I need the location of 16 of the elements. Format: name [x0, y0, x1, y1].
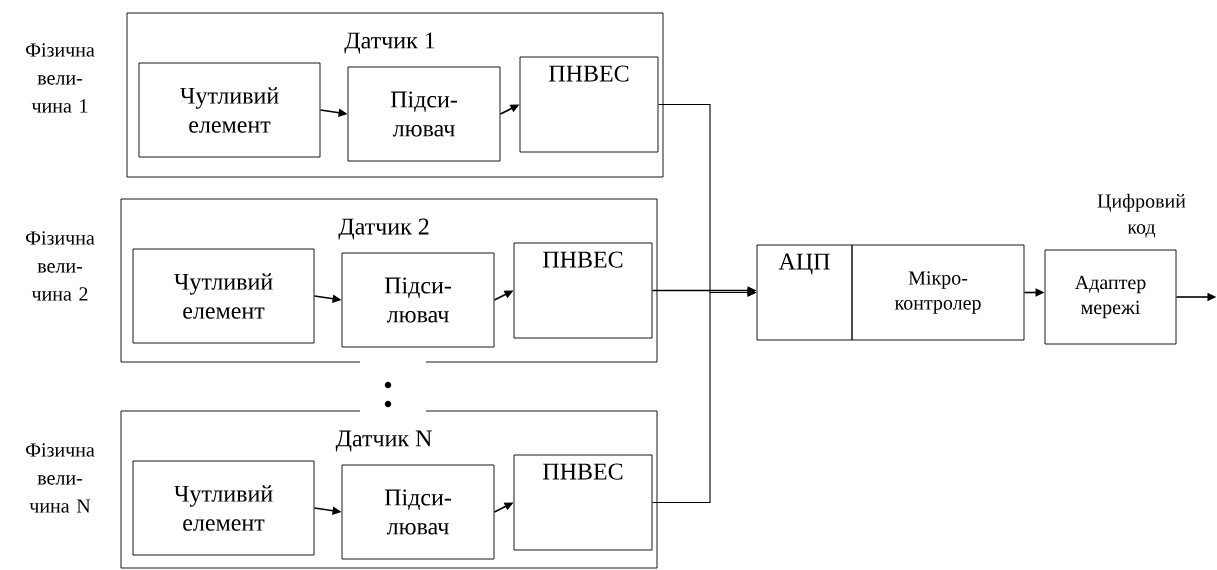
block-box: Підси- лювач — [341, 464, 495, 560]
block-box: ПНВЕС — [519, 56, 659, 153]
block-box: АЦП — [756, 244, 853, 341]
input-label: Фізична вели- чина 2 — [26, 231, 95, 301]
block-box: ПНВЕС — [513, 242, 653, 339]
edge-label: Цифровий код — [1097, 193, 1186, 238]
block-box: Чутливий елемент — [132, 460, 315, 556]
block-box: Адаптер мережі — [1044, 249, 1177, 345]
block-box: Чутливий елемент — [138, 62, 321, 158]
block-box: Підси- лювач — [347, 66, 501, 162]
block-box: ПНВЕС — [513, 454, 653, 551]
input-label: Фізична вели- чина 1 — [26, 43, 95, 113]
block-box: Чутливий елемент — [132, 248, 315, 344]
input-label: Фізична вели- чина N — [26, 443, 95, 513]
block-box: Підси- лювач — [341, 252, 495, 348]
block-box: Мікро- контролер — [851, 244, 1025, 341]
